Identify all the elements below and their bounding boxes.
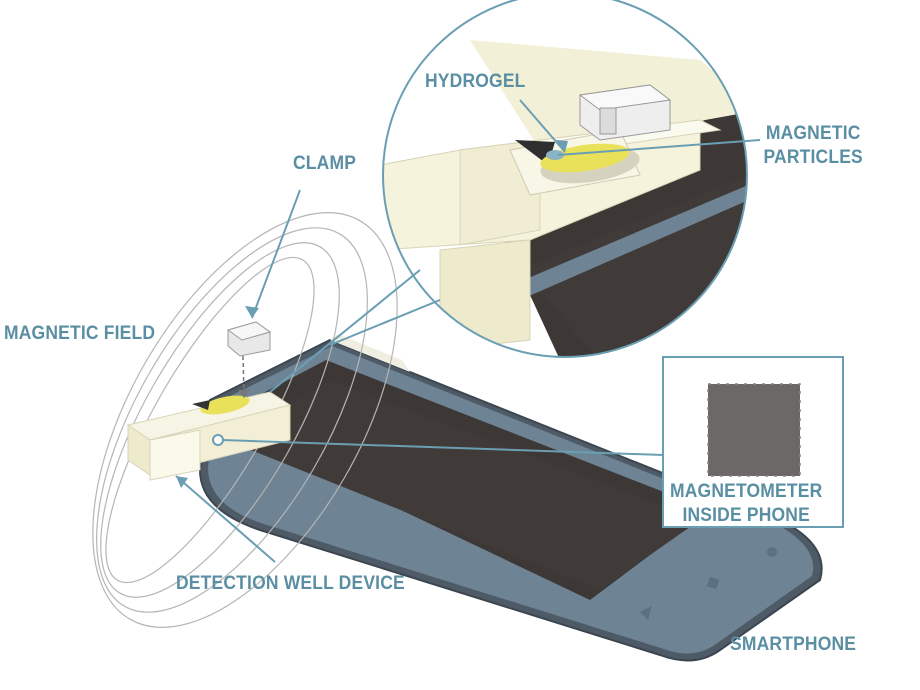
label-detection-well-device: DETECTION WELL DEVICE: [176, 573, 405, 594]
label-magnetometer: MAGNETOMETER INSIDE PHONE: [668, 480, 824, 528]
label-magnetic-particles-line2: PARTICLES: [763, 147, 863, 168]
label-magnetic-particles-line1: MAGNETIC: [765, 123, 861, 144]
zoom-detail-circle: [382, 0, 748, 358]
label-magnetic-particles: MAGNETIC PARTICLES: [758, 122, 868, 170]
magnetometer-marker: [212, 434, 224, 446]
label-smartphone: SMARTPHONE: [730, 634, 857, 655]
smartphone-icon: [198, 334, 823, 662]
magnetometer-inset: [662, 356, 844, 528]
callout-lines: [175, 99, 761, 563]
home-button-icon: [706, 576, 720, 590]
label-clamp: CLAMP: [293, 153, 357, 174]
label-hydrogel: HYDROGEL: [425, 71, 526, 92]
magnetic-field-lines: [92, 212, 398, 628]
back-button-icon: [640, 606, 652, 620]
label-magnetic-field: MAGNETIC FIELD: [4, 323, 156, 344]
label-magnetometer-line2: INSIDE PHONE: [682, 505, 810, 526]
clamp-icon: [226, 321, 272, 398]
callout-arrowheads: [176, 140, 568, 488]
magnetometer-chip-icon: [707, 383, 801, 477]
recents-button-icon: [767, 547, 777, 557]
label-magnetometer-line1: MAGNETOMETER: [669, 481, 823, 502]
